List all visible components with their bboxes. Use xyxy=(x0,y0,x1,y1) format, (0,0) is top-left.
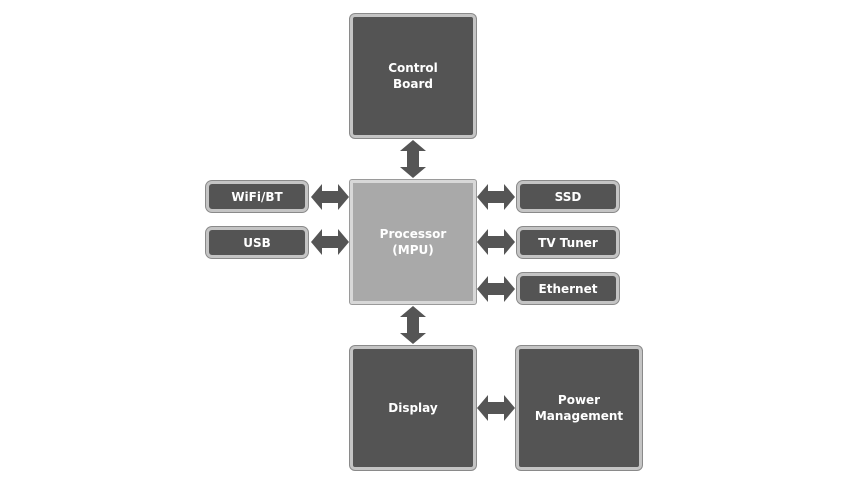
wifi-bt-block: WiFi/BT xyxy=(206,181,308,212)
arrow-processor-ssd xyxy=(477,184,515,210)
processor-block: Processor (MPU) xyxy=(350,180,476,304)
ethernet-block: Ethernet xyxy=(517,273,619,304)
ssd-block: SSD xyxy=(517,181,619,212)
ethernet-label: Ethernet xyxy=(538,281,598,296)
arrow-processor-tv-tuner xyxy=(477,229,515,255)
tv-tuner-block: TV Tuner xyxy=(517,227,619,258)
wifi-bt-label: WiFi/BT xyxy=(231,189,283,204)
usb-label: USB xyxy=(243,235,271,250)
control-board-block: Control Board xyxy=(350,14,476,138)
tv-tuner-label: TV Tuner xyxy=(538,235,598,250)
processor-label: Processor (MPU) xyxy=(379,227,447,257)
arrow-control-board-processor xyxy=(400,140,426,178)
usb-block: USB xyxy=(206,227,308,258)
arrow-usb-processor xyxy=(311,229,349,255)
display-label: Display xyxy=(388,401,438,415)
power-management-label: Power Management xyxy=(534,393,624,423)
power-management-block: Power Management xyxy=(516,346,642,470)
arrow-display-power-management xyxy=(477,395,515,421)
control-board-label: Control Board xyxy=(388,61,438,91)
arrow-processor-display xyxy=(400,306,426,344)
arrow-processor-ethernet xyxy=(477,276,515,302)
arrow-wifi-processor xyxy=(311,184,349,210)
ssd-label: SSD xyxy=(554,189,582,204)
display-block: Display xyxy=(350,346,476,470)
